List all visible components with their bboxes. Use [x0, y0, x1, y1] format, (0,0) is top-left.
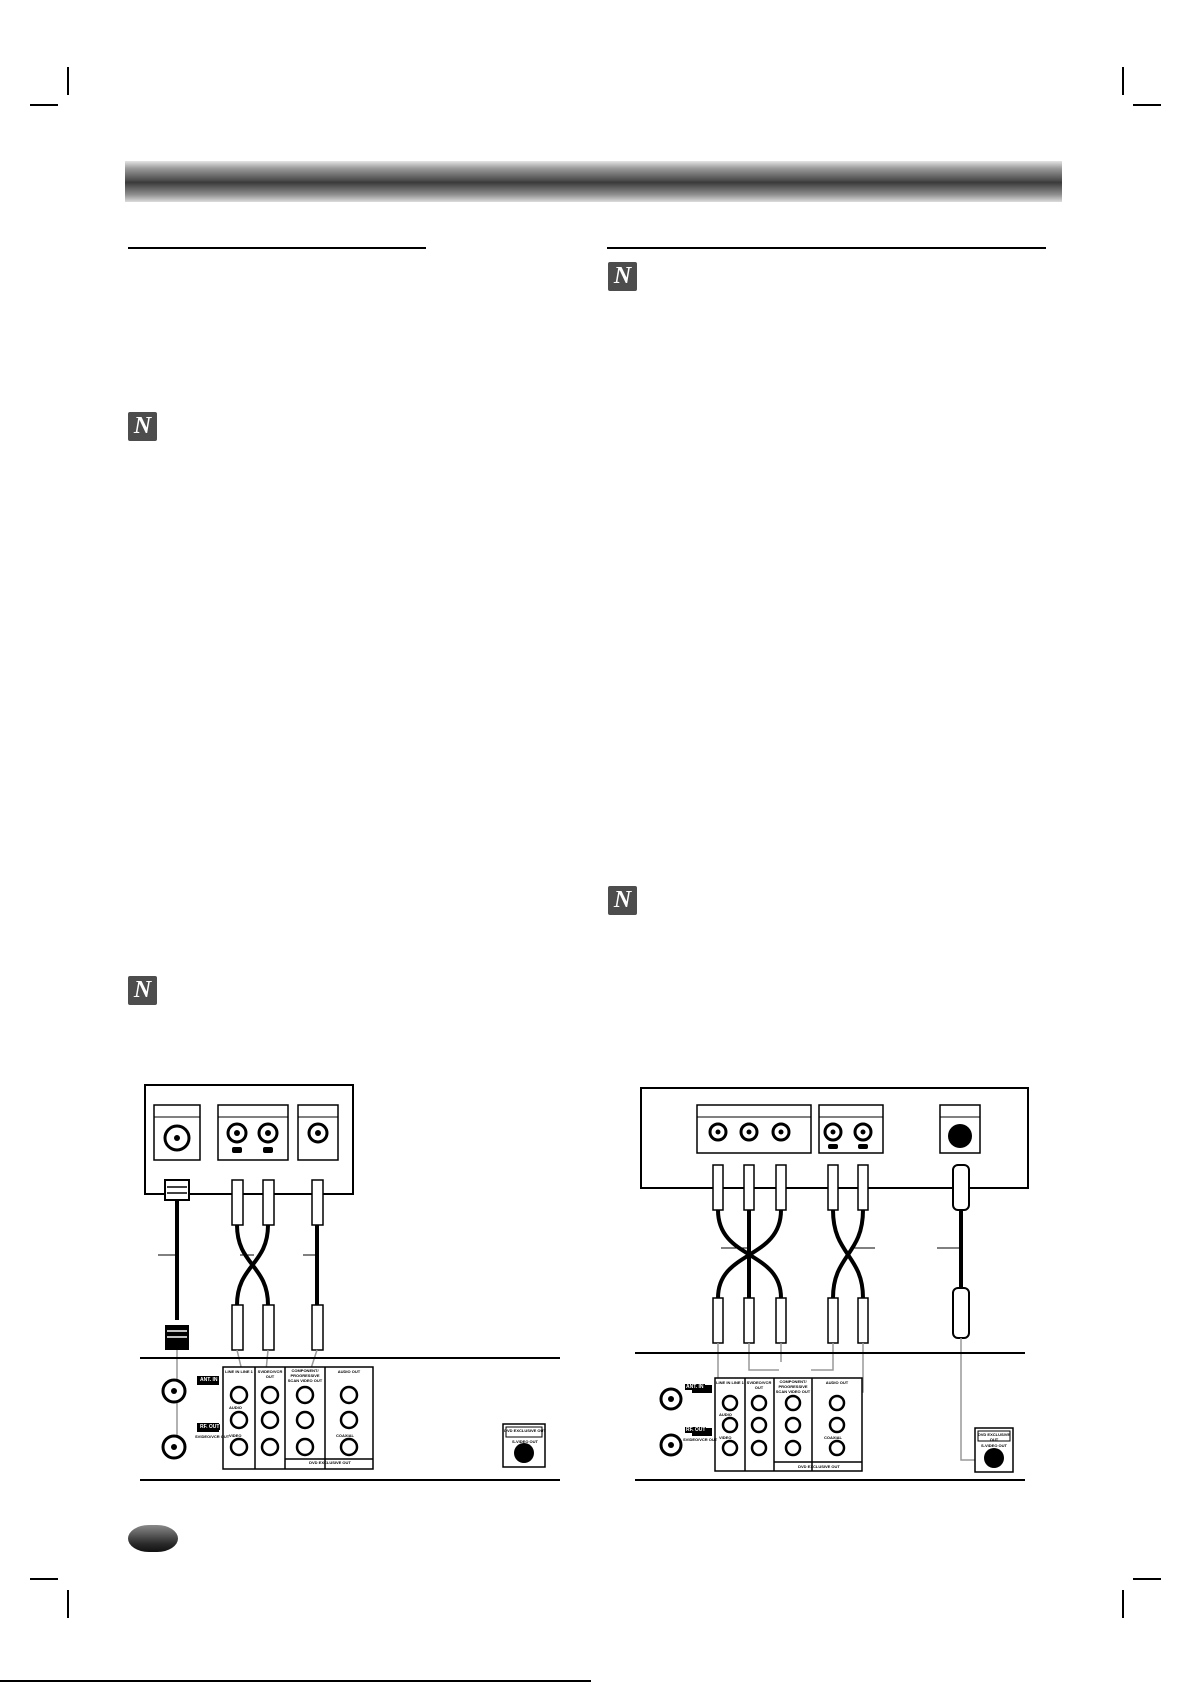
crop-mark: [67, 1590, 69, 1618]
label-coaxial: COAXIAL: [824, 1435, 842, 1440]
label-dvd-exclusive-out: DVD EXCLUSIVE OUT: [309, 1460, 351, 1465]
label-ant-in: ANT. IN: [685, 1384, 705, 1390]
crop-mark: [1133, 1578, 1161, 1580]
label-rf-out-sub: SVIDEO/VCR OUT: [195, 1434, 230, 1439]
label-rf-out-sub: SVIDEO/VCR OUT: [683, 1437, 718, 1442]
crop-mark: [30, 104, 58, 106]
label-component: COMPONENT/ PROGRESSIVE SCAN VIDEO OUT: [775, 1379, 811, 1394]
label-line-in: LINE IN LINE 1: [716, 1380, 744, 1385]
crop-mark: [1122, 67, 1124, 95]
label-svideo-box-label: S-VIDEO OUT: [511, 1439, 538, 1444]
note-n-icon: N: [608, 886, 637, 915]
label-audio: AUDIO: [229, 1405, 242, 1410]
label-video: VIDEO: [719, 1435, 732, 1440]
section-rule-right: [607, 247, 1046, 249]
note-n-icon: N: [128, 976, 157, 1005]
note-n-icon: N: [608, 262, 637, 291]
label-svideo-box-title: DVD EXCLUSIVE OUT: [977, 1432, 1011, 1442]
label-svideo-box-label: S-VIDEO OUT: [980, 1443, 1007, 1448]
section-rule-left: [128, 247, 426, 249]
crop-mark: [67, 67, 69, 95]
label-svideo-out: SVIDEO/VCR OUT: [746, 1380, 772, 1390]
label-audio-out: AUDIO OUT: [337, 1369, 361, 1374]
label-rf-out: RF. OUT: [685, 1427, 707, 1433]
label-coaxial: COAXIAL: [336, 1433, 354, 1438]
footer-rule: [0, 1680, 591, 1682]
note-n-icon: N: [128, 412, 157, 441]
label-ant-in: ANT. IN: [199, 1377, 219, 1383]
crop-mark: [1122, 1590, 1124, 1618]
label-dvd-exclusive-out: DVD EXCLUSIVE OUT: [798, 1464, 840, 1469]
label-svideo-out: SVIDEO/VCR OUT: [257, 1369, 283, 1379]
label-svideo-box-title: DVD EXCLUSIVE OUT: [504, 1428, 546, 1433]
crop-mark: [30, 1578, 58, 1580]
header-banner: [125, 161, 1062, 202]
label-audio: AUDIO: [719, 1412, 732, 1417]
label-component: COMPONENT/ PROGRESSIVE SCAN VIDEO OUT: [287, 1368, 323, 1383]
crop-mark: [1133, 104, 1161, 106]
page-number-badge: [128, 1525, 178, 1552]
right-connection-diagram: [635, 1087, 1029, 1481]
label-line-in: LINE IN LINE 1: [225, 1369, 253, 1374]
label-rf-out: RF. OUT: [199, 1424, 221, 1430]
label-video: VIDEO: [229, 1433, 242, 1438]
label-audio-out: AUDIO OUT: [825, 1380, 849, 1385]
left-connection-diagram: [140, 1084, 560, 1481]
